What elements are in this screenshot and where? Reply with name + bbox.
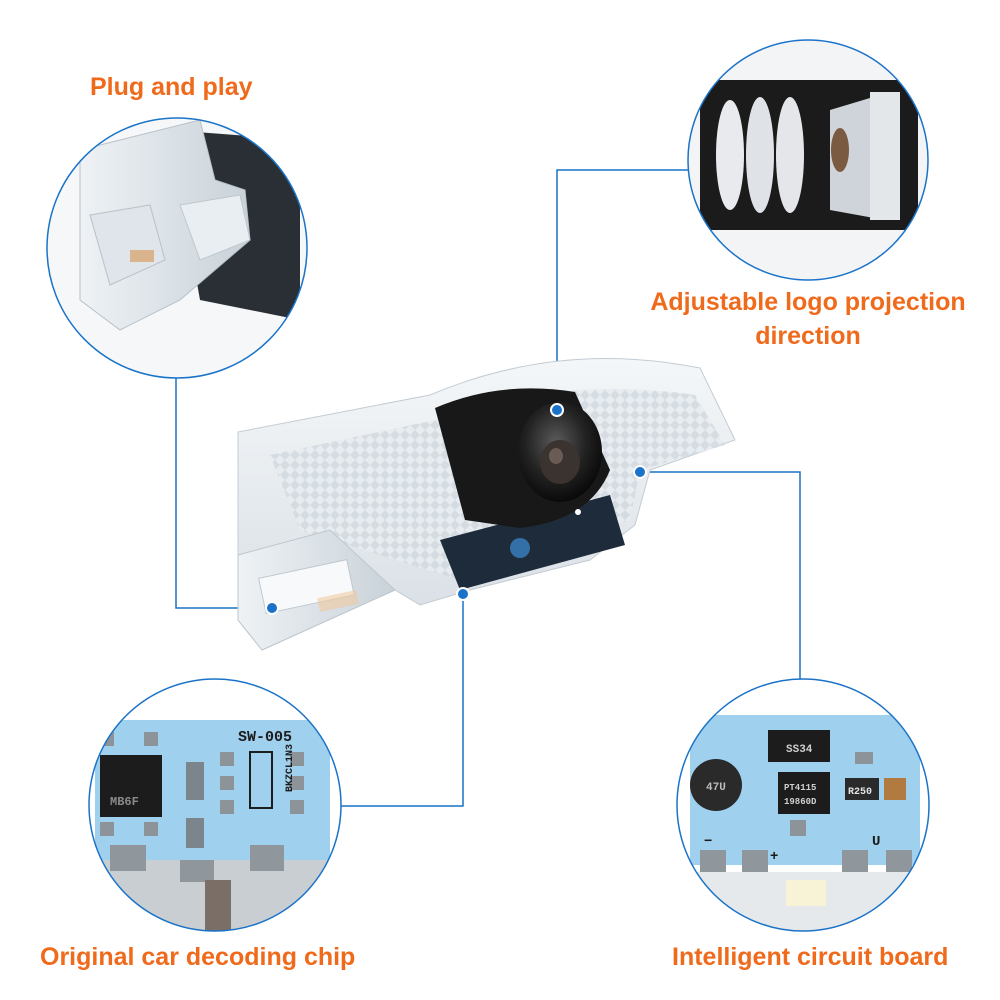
chip-part-b-label: BKZCL1N3 (285, 744, 296, 792)
board-inductor-label: 47U (706, 782, 726, 794)
blue-dot-icon (550, 403, 564, 417)
board-resistor-label: R250 (848, 787, 872, 798)
board-part-a-label: SS34 (786, 744, 813, 756)
board-plus-label: + (770, 849, 778, 865)
callout-plug-text: Plug and play (90, 73, 253, 101)
detail-circle-connector (46, 117, 308, 379)
callout-circuit-board: Intelligent circuit board (672, 940, 948, 974)
callout-board-text: Intelligent circuit board (672, 943, 949, 971)
board-part-c-label: 19860D (784, 797, 817, 807)
callout-adjustable-direction: Adjustable logo projection direction (632, 285, 984, 353)
callout-adjustable-line2: direction (755, 322, 861, 350)
board-part-b-label: PT4115 (784, 783, 816, 793)
board-u-label: U (872, 834, 880, 850)
callout-adjustable-line1: Adjustable logo projection (650, 288, 966, 316)
chip-part-a-label: MB6F (110, 795, 139, 809)
projector-device (237, 358, 736, 651)
callout-decoding-chip: Original car decoding chip (40, 940, 355, 974)
chip-model-label: SW-005 (238, 729, 292, 746)
blue-dot-icon (456, 587, 470, 601)
board-minus-label: − (704, 834, 712, 850)
leader-board (640, 471, 801, 680)
detail-circle-lens (687, 39, 929, 281)
leader-lens (556, 169, 688, 410)
callout-chip-text: Original car decoding chip (40, 943, 356, 971)
callout-plug-and-play: Plug and play (90, 70, 253, 104)
leader-dots (265, 403, 647, 615)
leader-chip (340, 594, 464, 807)
blue-dot-icon (265, 601, 279, 615)
blue-dot-icon (633, 465, 647, 479)
detail-circle-board (676, 678, 930, 932)
